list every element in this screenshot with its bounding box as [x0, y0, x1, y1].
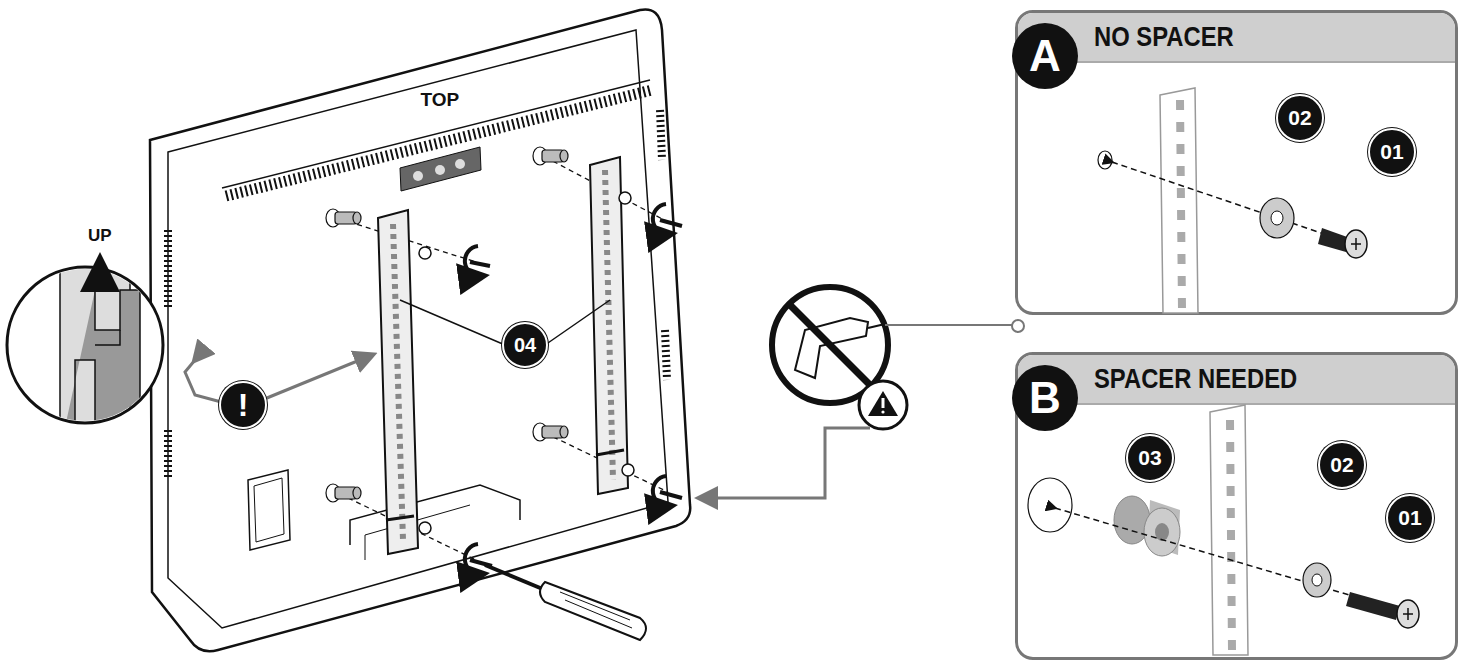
step-letter: B — [1012, 365, 1078, 431]
callout-number: 02 — [1318, 441, 1366, 489]
callout-number: 01 — [1386, 494, 1434, 542]
callout-number: 04 — [502, 322, 548, 368]
callout-number: 02 — [1276, 94, 1324, 142]
side-label: TOP — [421, 89, 460, 111]
step-letter: A — [1012, 23, 1078, 89]
direction-label: UP — [88, 226, 112, 246]
callout-number: 01 — [1368, 128, 1416, 176]
panel-heading: NO SPACER — [1094, 21, 1234, 53]
warning-callout: ! — [219, 381, 267, 429]
callout-number: 03 — [1126, 434, 1174, 482]
panel-header-band — [1018, 13, 1455, 63]
panel-heading: SPACER NEEDED — [1094, 363, 1297, 395]
